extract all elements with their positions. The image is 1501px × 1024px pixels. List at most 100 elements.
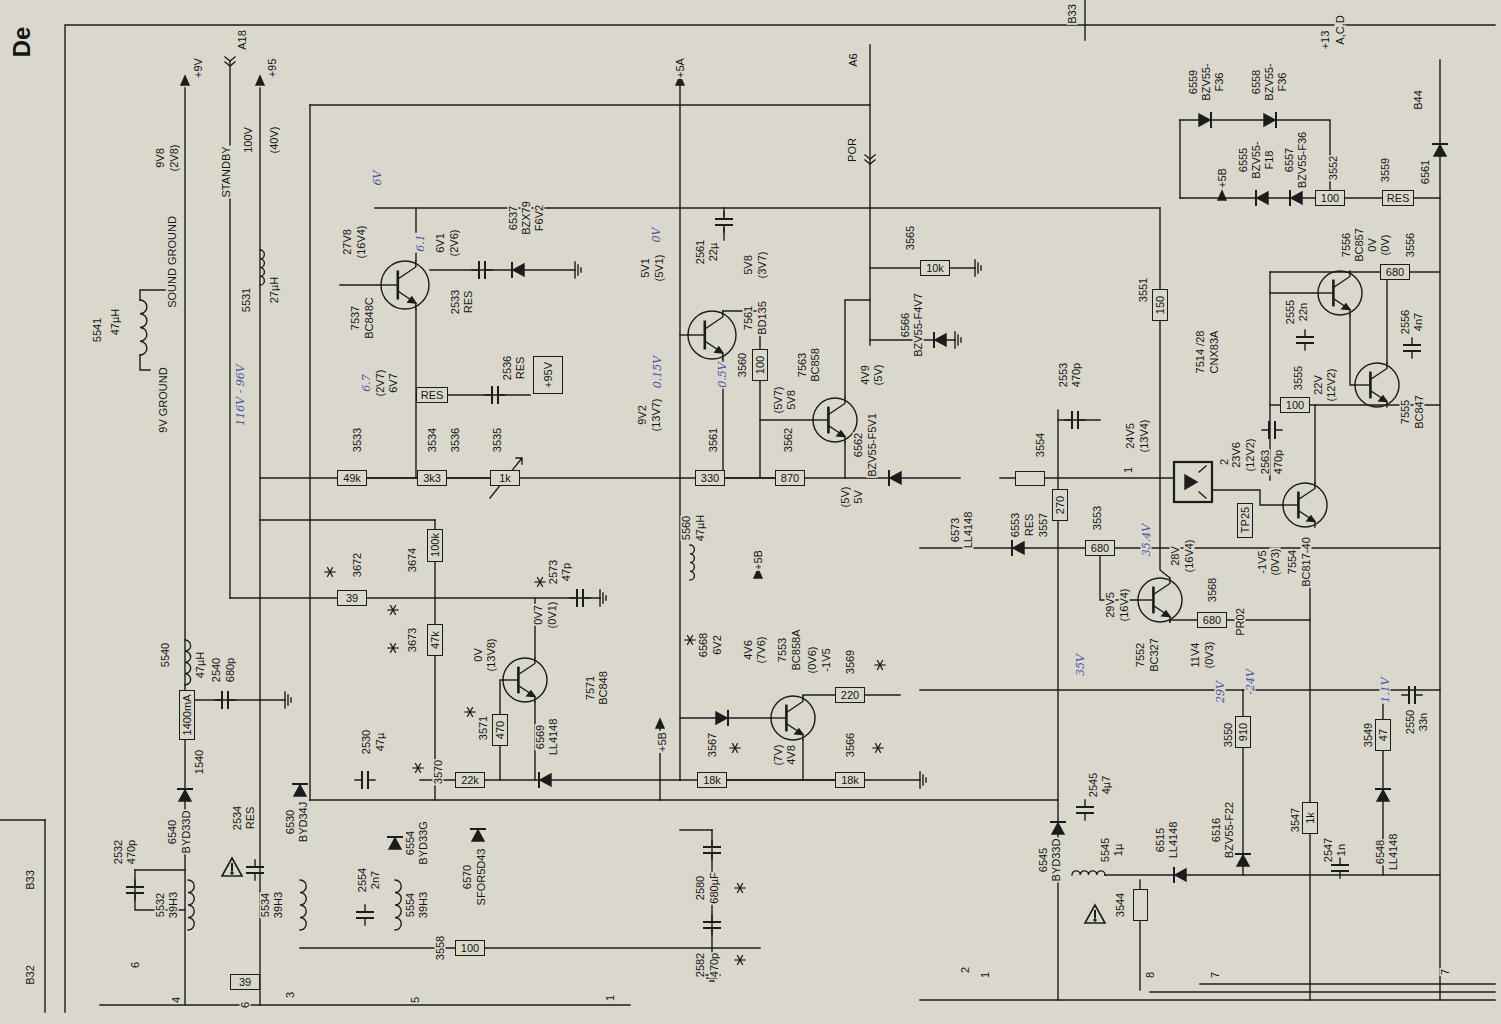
wire [310,104,870,105]
emitter-arrow [795,729,803,735]
component-marker [325,568,335,577]
inductor-symbol [1072,871,1105,875]
capacitor-symbol [1402,687,1422,703]
component-label: 2 [960,966,971,974]
capacitor-plates [1269,422,1275,438]
component-label: 6V1 [435,232,446,254]
component-label: 6 [240,1001,251,1009]
wire [844,442,845,478]
diode-body [540,774,551,786]
hazard-symbol [222,858,242,876]
capacitor-leads [1402,694,1422,695]
component-label: 47µH [695,514,706,543]
component-value: 680 [1386,267,1404,278]
diode-bar [1376,788,1390,790]
component-value: 150 [1155,296,1166,314]
capacitor-symbol [1404,338,1420,358]
capacitor-plates [247,867,263,873]
diode-bar [1210,113,1212,127]
component-label: 2573 [548,559,559,585]
diode-bar [727,711,729,725]
transistor-emitter [705,341,723,359]
component-label: (3V7) [757,251,768,280]
transistor-bar [1297,493,1300,517]
ground-bars [920,772,926,788]
component-value: RES [1387,193,1410,204]
diode-symbol [1174,868,1186,882]
component-box: 3568680 [1197,612,1227,628]
component-label: 23V6 [1231,441,1242,469]
component-label: 6548 [1375,839,1386,865]
component-label: (0V6) [807,646,818,675]
component-label: 22n [1298,302,1309,322]
component-label: 1 [980,971,991,979]
transistor-collector [786,696,803,713]
diode-bar [293,783,307,785]
part-number: 3553 [1091,504,1102,530]
supply-arrow [181,76,189,85]
transistor-symbol [688,311,736,359]
component-box: 3555100 [1280,397,1310,413]
component-label: BC327 [1149,637,1160,673]
component-label: BZV55- [1251,140,1262,179]
wire [1150,991,1495,992]
transistor-base [1283,504,1298,505]
transistor-body [1318,271,1362,315]
capacitor-leads [485,394,505,395]
diode-symbol [1199,113,1211,127]
capacitor-plates [1409,687,1415,703]
component-label: BD135 [757,300,768,336]
component-value: 330 [701,473,719,484]
part-number: 3555 [1292,364,1303,390]
component-box: 353349k [337,470,367,486]
component-label: 6569 [535,724,546,750]
connector-chevron [225,57,235,66]
component-label: 0V [1367,237,1378,252]
wire [1084,0,1085,40]
wire-connector [727,779,835,780]
inductor-symbol [140,300,147,355]
component-label: 470p [709,952,720,978]
capacitor-symbol [215,692,235,708]
marker-stroke [416,764,421,773]
component-value: 39 [346,593,358,604]
component-box: 3557270 [1052,489,1068,521]
component-label: 2534 [232,805,243,831]
component-label: PR02 [1235,607,1246,637]
inductor-symbol [260,250,264,285]
component-label: (7V6) [756,636,767,665]
component-label: 680µF [709,871,720,904]
transistor-base [1318,292,1333,293]
emitter-arrow [715,347,723,353]
wire [1439,60,1440,1000]
component-box: 357022k [455,772,485,788]
component-label: 470p [1273,449,1284,475]
component-label: 6515 [1155,827,1166,853]
transistor-emitter [1333,299,1350,316]
component-value: 47 [1378,729,1389,741]
marker-stroke [391,644,396,653]
component-label: 4n7 [1413,312,1424,332]
ground-bars [955,332,961,348]
wire [260,519,435,520]
component-label: 680p [225,657,236,683]
component-label: 2561 [695,239,706,265]
component-box: 356510k [920,260,950,276]
component-label: 2553 [1058,362,1069,388]
ground-symbol [285,692,291,708]
emitter-arrow [1342,304,1350,310]
component-label: 7537 [350,305,361,331]
component-label: +13 [1320,30,1331,51]
wire [184,88,185,1005]
handwritten-note: 6.1 [415,233,426,253]
component-label: BC848C [364,296,375,340]
component-label: 7514 /28 [1195,330,1206,375]
component-label: 7 [1440,968,1451,976]
component-label: 5560 [681,515,692,541]
diode-symbol [1290,191,1302,205]
component-label: 2556 [1400,309,1411,335]
diode-symbol [388,837,402,849]
supply-arrow [256,76,264,85]
diode-body [1434,145,1446,156]
